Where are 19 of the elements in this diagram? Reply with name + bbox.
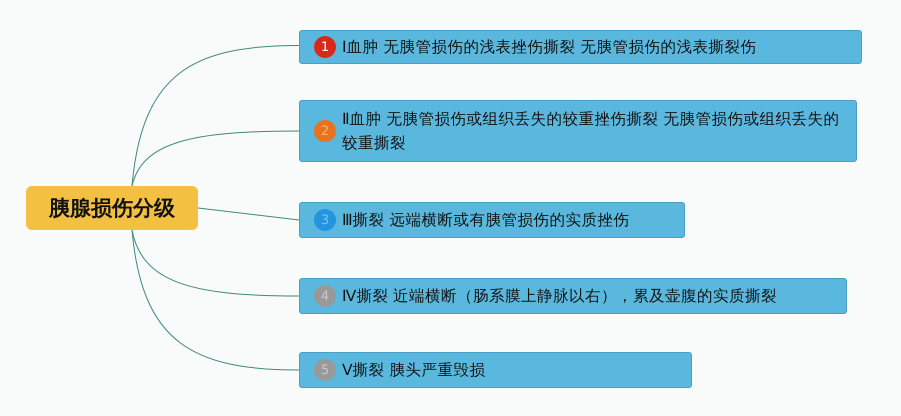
connector-line <box>132 230 300 370</box>
topic-text: Ⅰ血肿 无胰管损伤的浅表挫伤撕裂 无胰管损伤的浅表撕裂伤 <box>342 37 756 58</box>
connector-line <box>132 45 300 186</box>
branch-topic <box>299 278 847 314</box>
number-badge: 2 <box>314 120 336 142</box>
number-badge: 1 <box>314 36 336 58</box>
topic-text: Ⅱ血肿 无胰管损伤或组织丢失的较重挫伤撕裂 无胰管损伤或组织丢失的较重撕裂 <box>342 108 840 154</box>
topic-text: Ⅳ撕裂 近端横断（肠系膜上静脉以右），累及壶腹的实质撕裂 <box>342 286 778 307</box>
connector-line <box>198 208 300 220</box>
branch-topic <box>299 30 862 64</box>
connector-line <box>132 130 300 186</box>
branch-topic <box>299 100 857 162</box>
topic-text: Ⅲ撕裂 远端横断或有胰管损伤的实质挫伤 <box>342 210 630 231</box>
topic-text: Ⅴ撕裂 胰头严重毁损 <box>342 360 486 381</box>
branch-topic <box>299 202 685 238</box>
number-badge: 3 <box>314 209 336 231</box>
branch-topic <box>299 352 692 388</box>
connector-line <box>132 230 300 296</box>
root-topic: 胰腺损伤分级 <box>26 186 198 230</box>
